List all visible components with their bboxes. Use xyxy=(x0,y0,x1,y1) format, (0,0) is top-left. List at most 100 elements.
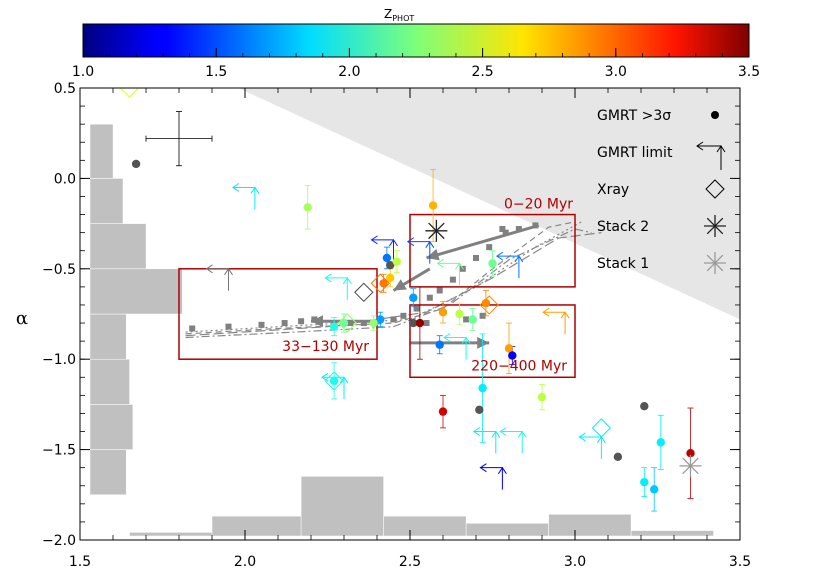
shaded-excluded-region xyxy=(238,88,740,320)
detection-point xyxy=(409,293,418,302)
xray-diamond xyxy=(324,371,344,391)
track-point xyxy=(360,320,367,327)
limit-arrow-head xyxy=(461,336,471,344)
track-point xyxy=(298,318,305,325)
evolution-track-line xyxy=(185,221,576,335)
alpha-histogram-bar xyxy=(89,223,147,270)
track-point xyxy=(479,312,486,319)
y-tick-label: −1.0 xyxy=(42,352,76,368)
limit-arrow-head xyxy=(205,264,213,274)
track-point xyxy=(189,325,196,332)
legend-marker-diamond xyxy=(705,179,725,199)
colorbar-tick-label: 3.0 xyxy=(605,64,627,80)
detection-point xyxy=(303,203,312,212)
limit-arrow-head xyxy=(472,427,481,436)
stack-markers xyxy=(425,219,702,477)
limit-arrow-head xyxy=(342,276,352,285)
limit-arrow-head xyxy=(370,235,378,245)
colorbar-tick-label: 1.5 xyxy=(205,64,227,80)
evolution-track-line xyxy=(185,232,602,337)
detection-point xyxy=(478,383,487,393)
legend-label: GMRT >3σ xyxy=(597,108,671,124)
x-tick-label: 2.5 xyxy=(399,554,421,570)
alpha-histogram-bar xyxy=(89,123,114,179)
track-arrow-head xyxy=(477,336,490,349)
limit-arrow-head xyxy=(406,237,415,247)
xray-markers xyxy=(119,88,612,438)
detection-point xyxy=(369,318,378,328)
colorbar-title: ZPHOT xyxy=(384,7,414,23)
limit-arrow-head xyxy=(250,186,260,194)
detection-point xyxy=(379,279,388,288)
track-point xyxy=(473,254,479,261)
track-point xyxy=(311,316,318,323)
alpha-histogram-bar xyxy=(89,268,183,315)
redshift-histogram-bar xyxy=(548,514,632,537)
track-point xyxy=(225,323,232,330)
alpha-histogram-bar xyxy=(89,313,127,360)
colorbar-gradient xyxy=(82,23,750,58)
alpha-histogram-bar xyxy=(89,449,127,496)
detection-point xyxy=(504,344,514,353)
alpha-histogram xyxy=(89,123,183,496)
y-axis-label: α xyxy=(16,308,28,329)
limit-arrow-head xyxy=(224,267,233,276)
detection-point xyxy=(686,449,695,458)
legend-label: Stack 2 xyxy=(597,219,649,235)
y-tick-label: −0.5 xyxy=(42,262,76,278)
limit-arrow-head xyxy=(514,255,524,263)
track-point xyxy=(423,320,430,327)
detection-point xyxy=(475,405,484,415)
limit-arrow-head xyxy=(517,430,527,438)
legend-label: Xray xyxy=(597,182,629,198)
legend-label: GMRT limit xyxy=(597,145,673,161)
limit-arrow-head xyxy=(339,376,349,384)
detection-point xyxy=(438,407,448,416)
y-tick-label: 0.0 xyxy=(54,171,76,187)
age-box xyxy=(409,213,576,288)
detection-point xyxy=(488,259,497,268)
detection-point xyxy=(481,298,491,308)
x-tick-label: 3.5 xyxy=(729,554,751,570)
track-arrow-head xyxy=(311,315,323,328)
track-point xyxy=(436,287,443,294)
detection-point xyxy=(455,309,464,319)
stack1-marker xyxy=(682,457,699,475)
limit-marker xyxy=(543,311,566,335)
detection-point xyxy=(468,315,477,324)
age-box-label: 33−130 Myr xyxy=(282,339,369,355)
y-tick-label: −1.5 xyxy=(42,443,76,459)
xray-diamond xyxy=(479,295,499,315)
track-point xyxy=(258,321,265,328)
detection-point xyxy=(650,485,659,494)
detection-point xyxy=(640,402,649,411)
redshift-histogram-bar xyxy=(630,530,714,537)
xray-diamond xyxy=(354,282,374,303)
limit-arrow-head xyxy=(497,466,507,474)
alpha-histogram-bar xyxy=(89,404,134,450)
track-arrows xyxy=(311,223,540,349)
redshift-histogram-bar xyxy=(129,532,213,537)
detection-point xyxy=(329,376,339,386)
detection-point xyxy=(382,253,392,263)
limit-marker xyxy=(437,262,460,286)
limit-arrow-head xyxy=(560,311,570,319)
track-point xyxy=(502,229,509,236)
detection-point xyxy=(640,477,649,487)
legend-marker-asterisk xyxy=(706,254,724,272)
limit-arrow-head xyxy=(389,238,398,247)
track-point xyxy=(347,320,354,327)
y-tick-label: −2.0 xyxy=(42,533,76,549)
legend-marker-limit-head xyxy=(696,141,704,151)
age-box xyxy=(178,268,378,360)
limit-arrow-head xyxy=(491,430,501,438)
evolution-track-line xyxy=(185,228,592,339)
limit-markers xyxy=(205,183,606,490)
detection-point xyxy=(329,322,339,331)
alpha-histogram-bar xyxy=(89,358,130,405)
sample-error-bar xyxy=(145,111,213,167)
legend-marker-circle xyxy=(711,111,719,119)
age-box xyxy=(409,304,576,379)
detection-point xyxy=(438,307,448,317)
